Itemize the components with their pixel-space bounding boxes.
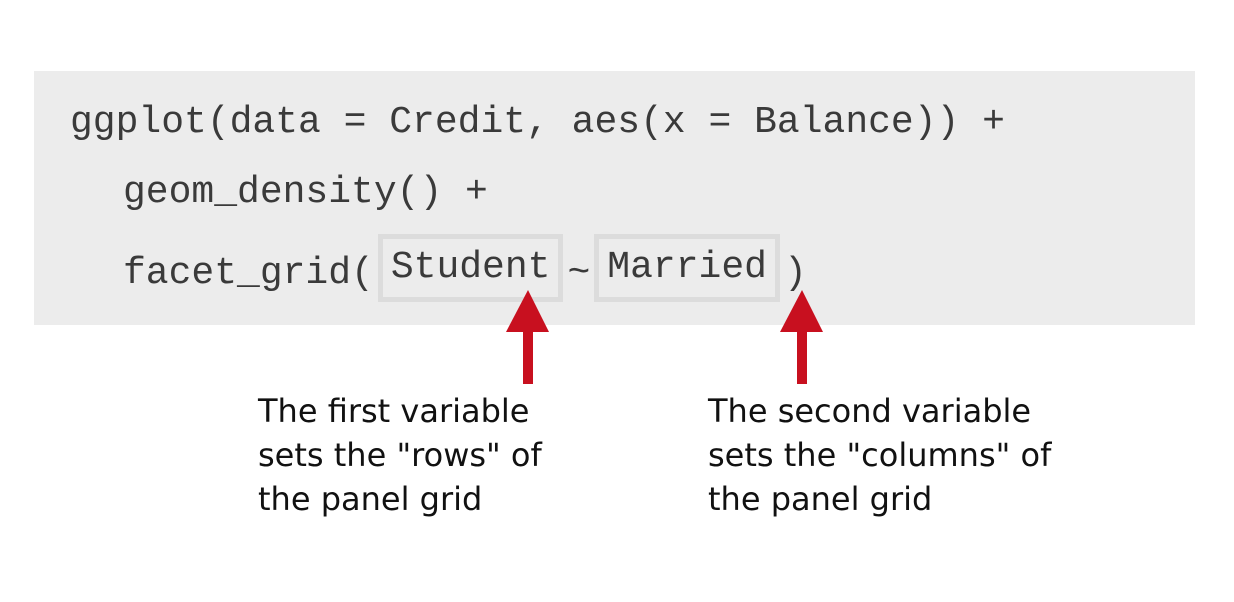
annotation-line: the panel grid (708, 480, 933, 518)
row-variable-highlight: Student (377, 234, 564, 302)
facet-grid-call: facet_grid( (123, 252, 374, 295)
column-variable-highlight: Married (594, 234, 780, 302)
column-variable-annotation: The second variable sets the "columns" o… (708, 389, 1051, 521)
annotation-line: The first variable (258, 392, 530, 430)
column-arrow-icon (780, 290, 823, 384)
annotation-line: the panel grid (258, 480, 483, 518)
code-panel (34, 71, 1195, 325)
code-line-facet-grid: facet_grid(Student~Married) (123, 234, 807, 308)
row-arrow-icon (506, 290, 549, 384)
annotation-line: The second variable (708, 392, 1032, 430)
code-line-ggplot: ggplot(data = Credit, aes(x = Balance)) … (70, 101, 1005, 144)
tilde-operator: ~ (567, 252, 591, 295)
row-variable-annotation: The first variable sets the "rows" of th… (258, 389, 542, 521)
code-line-geom-density: geom_density() + (123, 171, 488, 214)
annotation-line: sets the "columns" of (708, 436, 1052, 474)
closing-paren: ) (783, 252, 807, 295)
annotation-line: sets the "rows" of (258, 436, 542, 474)
